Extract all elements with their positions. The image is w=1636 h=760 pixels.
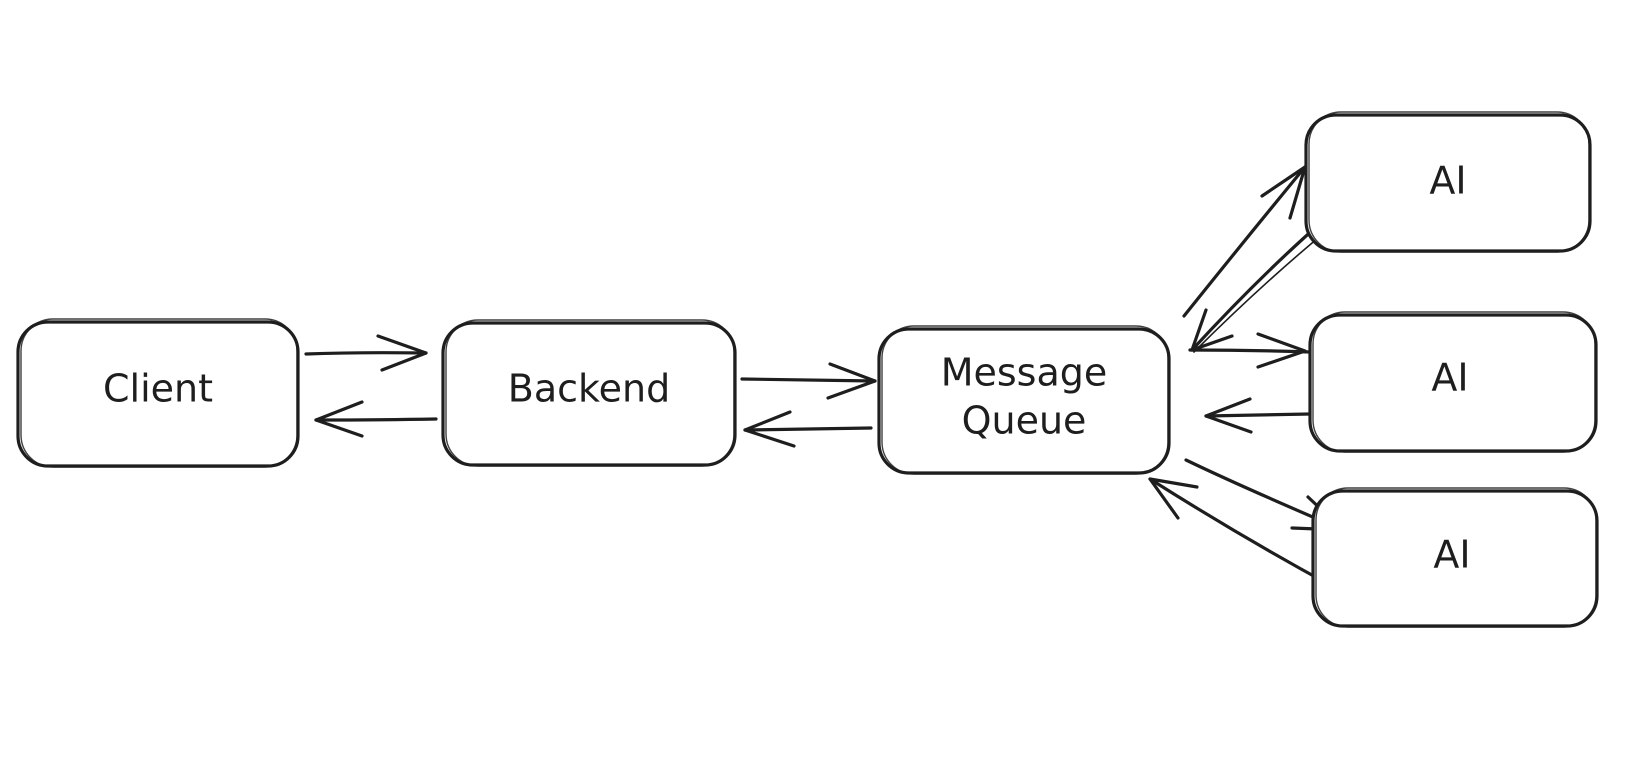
edge-ai-2-to-queue-upper-head bbox=[1256, 332, 1307, 369]
edge-ai-2-to-queue-upper[interactable] bbox=[1188, 332, 1312, 369]
edge-backend-to-client-head bbox=[314, 400, 364, 438]
node-backend-label: Backend bbox=[508, 367, 670, 411]
edge-ai-1-to-queue-shaft bbox=[1190, 218, 1326, 352]
node-client-label: Client bbox=[103, 367, 213, 411]
node-ai-1-label: AI bbox=[1429, 159, 1466, 203]
node-ai-2-box-sketch bbox=[1312, 311, 1596, 453]
edge-ai-3-to-queue-shaft bbox=[1148, 477, 1332, 587]
node-ai-3-label: AI bbox=[1433, 533, 1470, 577]
edge-ai-1-to-queue-shaft-double bbox=[1193, 227, 1331, 353]
node-client[interactable]: Client bbox=[16, 318, 300, 468]
node-ai-1-box bbox=[1304, 113, 1592, 253]
edge-client-to-backend-head bbox=[376, 334, 428, 372]
edge-client-to-backend[interactable] bbox=[304, 334, 428, 372]
edge-queue-to-backend[interactable] bbox=[743, 410, 873, 448]
node-ai-3-box bbox=[1311, 489, 1599, 628]
edge-ai-2-to-queue-upper-shaft bbox=[1188, 348, 1312, 354]
edge-backend-to-client[interactable] bbox=[314, 400, 438, 438]
edge-queue-to-backend-head bbox=[743, 410, 796, 448]
edge-backend-to-queue-head bbox=[826, 362, 877, 400]
node-ai-1-box-sketch bbox=[1308, 111, 1590, 253]
edge-ai-2-to-queue-lower-shaft bbox=[1204, 412, 1312, 418]
edge-ai-2-to-queue-lower-head bbox=[1204, 397, 1253, 434]
edge-ai-2-to-queue-lower[interactable] bbox=[1204, 397, 1312, 434]
node-ai-3[interactable]: AI bbox=[1311, 487, 1599, 628]
edge-backend-to-queue[interactable] bbox=[740, 362, 877, 400]
node-message-queue[interactable]: Message Queue bbox=[877, 325, 1171, 475]
node-client-box-sketch bbox=[20, 318, 298, 468]
edge-ai-1-to-queue[interactable] bbox=[1190, 218, 1331, 353]
edge-ai-3-to-queue[interactable] bbox=[1148, 477, 1332, 587]
edge-backend-to-queue-shaft bbox=[740, 377, 877, 383]
node-message-queue-box-sketch bbox=[881, 325, 1169, 475]
node-message-queue-box bbox=[877, 327, 1171, 475]
edge-ai-3-to-queue-head bbox=[1148, 477, 1199, 520]
node-ai-2-label: AI bbox=[1431, 356, 1468, 400]
node-ai-2-box bbox=[1308, 313, 1598, 453]
edge-backend-to-client-shaft bbox=[314, 417, 438, 422]
edge-client-to-backend-shaft bbox=[304, 351, 428, 356]
node-backend-box-sketch bbox=[445, 319, 735, 467]
node-client-box bbox=[16, 320, 300, 468]
edge-queue-to-ai-1-shaft bbox=[1182, 165, 1307, 318]
node-ai-2[interactable]: AI bbox=[1308, 311, 1598, 453]
node-ai-1[interactable]: AI bbox=[1304, 111, 1592, 253]
node-message-queue-label-line-1: Message bbox=[941, 351, 1108, 395]
edge-queue-to-backend-shaft bbox=[743, 426, 873, 432]
node-backend[interactable]: Backend bbox=[441, 319, 737, 467]
node-ai-3-box-sketch bbox=[1315, 487, 1597, 628]
node-backend-box bbox=[441, 321, 737, 467]
node-message-queue-label-line-2: Queue bbox=[962, 399, 1087, 443]
